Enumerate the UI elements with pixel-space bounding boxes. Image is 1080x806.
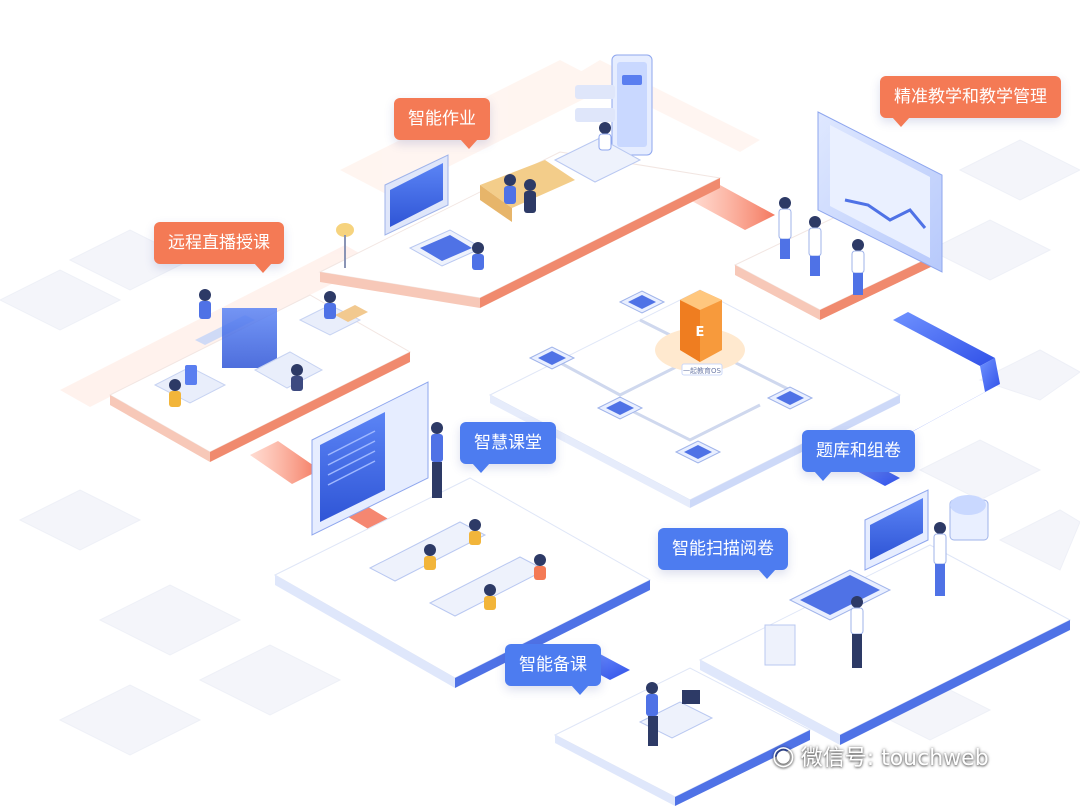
label-smart-prep: 智能备课 [505, 644, 601, 695]
wechat-icon: ◉ [772, 741, 795, 771]
label-question-bank: 题库和组卷 [802, 430, 915, 481]
background-tiles [0, 139, 1080, 756]
label-remote-live: 远程直播授课 [154, 222, 284, 273]
platform-smart-homework [318, 54, 722, 308]
wechat-watermark: ◉ 微信号: touchweb [772, 740, 989, 772]
svg-text:E: E [696, 325, 705, 340]
label-smart-scan: 智能扫描阅卷 [658, 528, 788, 579]
label-smart-homework: 智能作业 [394, 98, 490, 149]
platform-smart-classroom [273, 381, 652, 688]
label-smart-classroom: 智慧课堂 [460, 422, 556, 473]
platform-remote-live [108, 289, 412, 462]
platform-smart-prep [553, 667, 812, 806]
central-os-hub: E 一起教育OS [488, 289, 902, 508]
platform-scan-marking [698, 489, 1072, 745]
label-precise-teaching: 精准教学和教学管理 [880, 76, 1061, 127]
central-os-label: 一起教育OS [683, 366, 722, 375]
watermark-text: 微信号: touchweb [800, 746, 989, 771]
